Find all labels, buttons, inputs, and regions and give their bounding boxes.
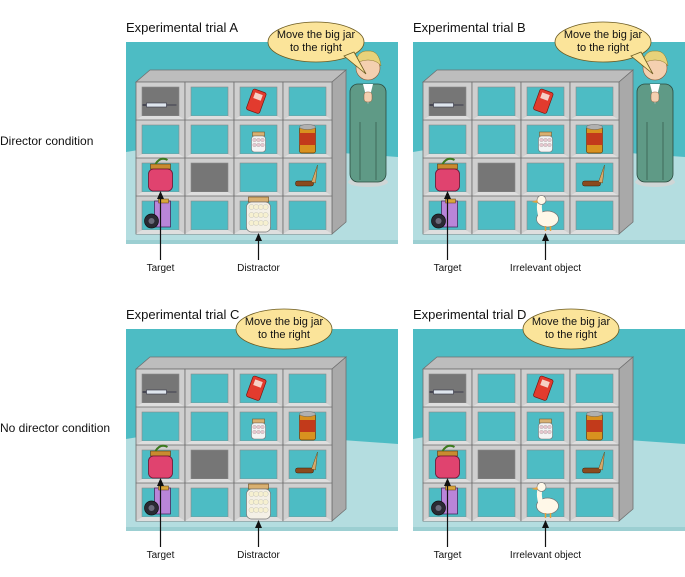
director-figure [348,50,388,187]
instruction-line-2: to the right [290,42,342,54]
target-label: Target [146,263,175,274]
can-object [299,124,316,154]
target-label: Target [146,550,175,561]
second-object-label: Distractor [237,550,280,561]
phone-object [246,88,267,114]
syringe-object [142,102,177,108]
target-jar-object [148,157,173,192]
small-jar-object [538,131,553,153]
instruction-line-2: to the right [577,42,629,54]
condition-label-director: Director condition [0,134,94,148]
second-object-label: Irrelevant object [509,550,582,561]
target-label: Target [433,550,462,561]
knife-object [582,164,605,187]
big-jar-object [246,483,271,520]
phone-object [533,88,554,114]
duck-object [531,482,559,518]
label-arrows [157,191,262,260]
trial-title: Experimental trial D [413,307,527,322]
duck-object [531,195,559,231]
trial-title: Experimental trial A [126,20,238,35]
small-jar-object [538,418,553,440]
instruction-line-1: Move the big jar [532,316,611,328]
knife-object [295,451,318,474]
camera-object [431,198,458,229]
phone-object [246,375,267,401]
instruction-line-1: Move the big jar [245,316,324,328]
instruction-line-2: to the right [258,329,310,341]
small-jar-object [251,131,266,153]
trial-title: Experimental trial C [126,307,240,322]
small-jar-object [251,418,266,440]
trial-title: Experimental trial B [413,20,526,35]
second-object-label: Irrelevant object [509,263,582,274]
condition-label-no-director: No director condition [0,421,111,435]
can-object [586,411,603,441]
knife-object [582,451,605,474]
instruction-line-1: Move the big jar [277,29,356,41]
target-jar-object [435,444,460,479]
camera-object [144,485,171,516]
can-object [586,124,603,154]
second-object-label: Distractor [237,263,280,274]
director-figure [635,50,675,187]
syringe-object [142,389,177,395]
knife-object [295,164,318,187]
label-arrows [444,191,549,260]
instruction-line-1: Move the big jar [564,29,643,41]
phone-object [533,375,554,401]
camera-object [431,485,458,516]
big-jar-object [246,196,271,233]
label-arrows [444,478,549,547]
instruction-line-2: to the right [545,329,597,341]
can-object [299,411,316,441]
target-jar-object [148,444,173,479]
label-arrows [157,478,262,547]
syringe-object [429,389,464,395]
target-label: Target [433,263,462,274]
syringe-object [429,102,464,108]
